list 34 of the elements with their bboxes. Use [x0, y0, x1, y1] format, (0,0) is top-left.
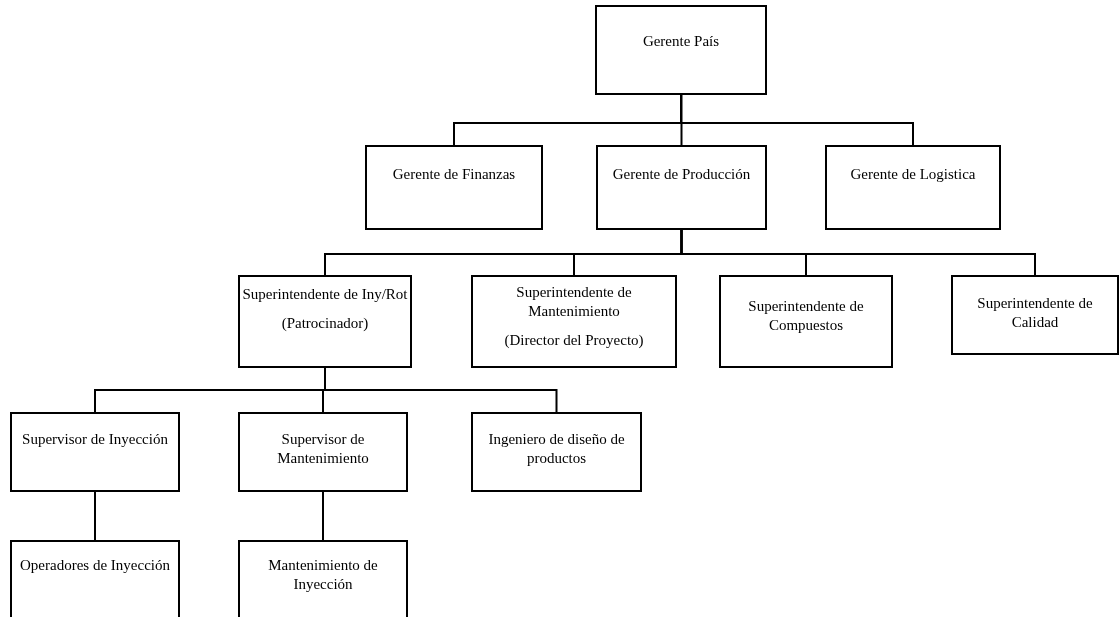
box-label: (Director del Proyecto) [504, 330, 644, 350]
box-label: Superintendente de Calidad [976, 294, 1094, 332]
org-box [10, 412, 180, 492]
org-box [365, 145, 543, 230]
org-box [595, 5, 767, 95]
connector-line [680, 94, 914, 146]
org-box [951, 275, 1119, 355]
org-box [596, 145, 767, 230]
org-box [471, 412, 642, 492]
org-box [238, 540, 408, 617]
connector-line [680, 229, 1036, 276]
box-label: Ingeniero de diseño de productos [487, 430, 626, 468]
box-label: Mantenimiento de Inyección [267, 556, 379, 594]
box-label: Superintendente de Mantenimiento [515, 283, 633, 321]
box-label: Operadores de Inyección [20, 556, 170, 575]
org-box [238, 275, 412, 368]
connector-line [94, 491, 96, 541]
connector-line [324, 367, 558, 413]
box-label: (Patrocinador) [281, 313, 369, 333]
connector-line [680, 94, 683, 146]
box-label: Gerente de Producción [612, 165, 751, 184]
box-label: Supervisor de Inyección [22, 430, 168, 449]
org-box [238, 412, 408, 492]
org-box [10, 540, 180, 617]
box-label: Superintendente de Compuestos [747, 297, 865, 335]
org-box [471, 275, 677, 368]
org-box [825, 145, 1001, 230]
box-label: Supervisor de Mantenimiento [276, 430, 370, 468]
box-label: Superintendente de Iny/Rot [242, 285, 408, 304]
connector-line [322, 491, 324, 541]
box-label: Gerente País [642, 32, 720, 51]
box-label: Gerente de Logistica [850, 165, 976, 184]
org-box [719, 275, 893, 368]
box-label: Gerente de Finanzas [392, 165, 516, 184]
